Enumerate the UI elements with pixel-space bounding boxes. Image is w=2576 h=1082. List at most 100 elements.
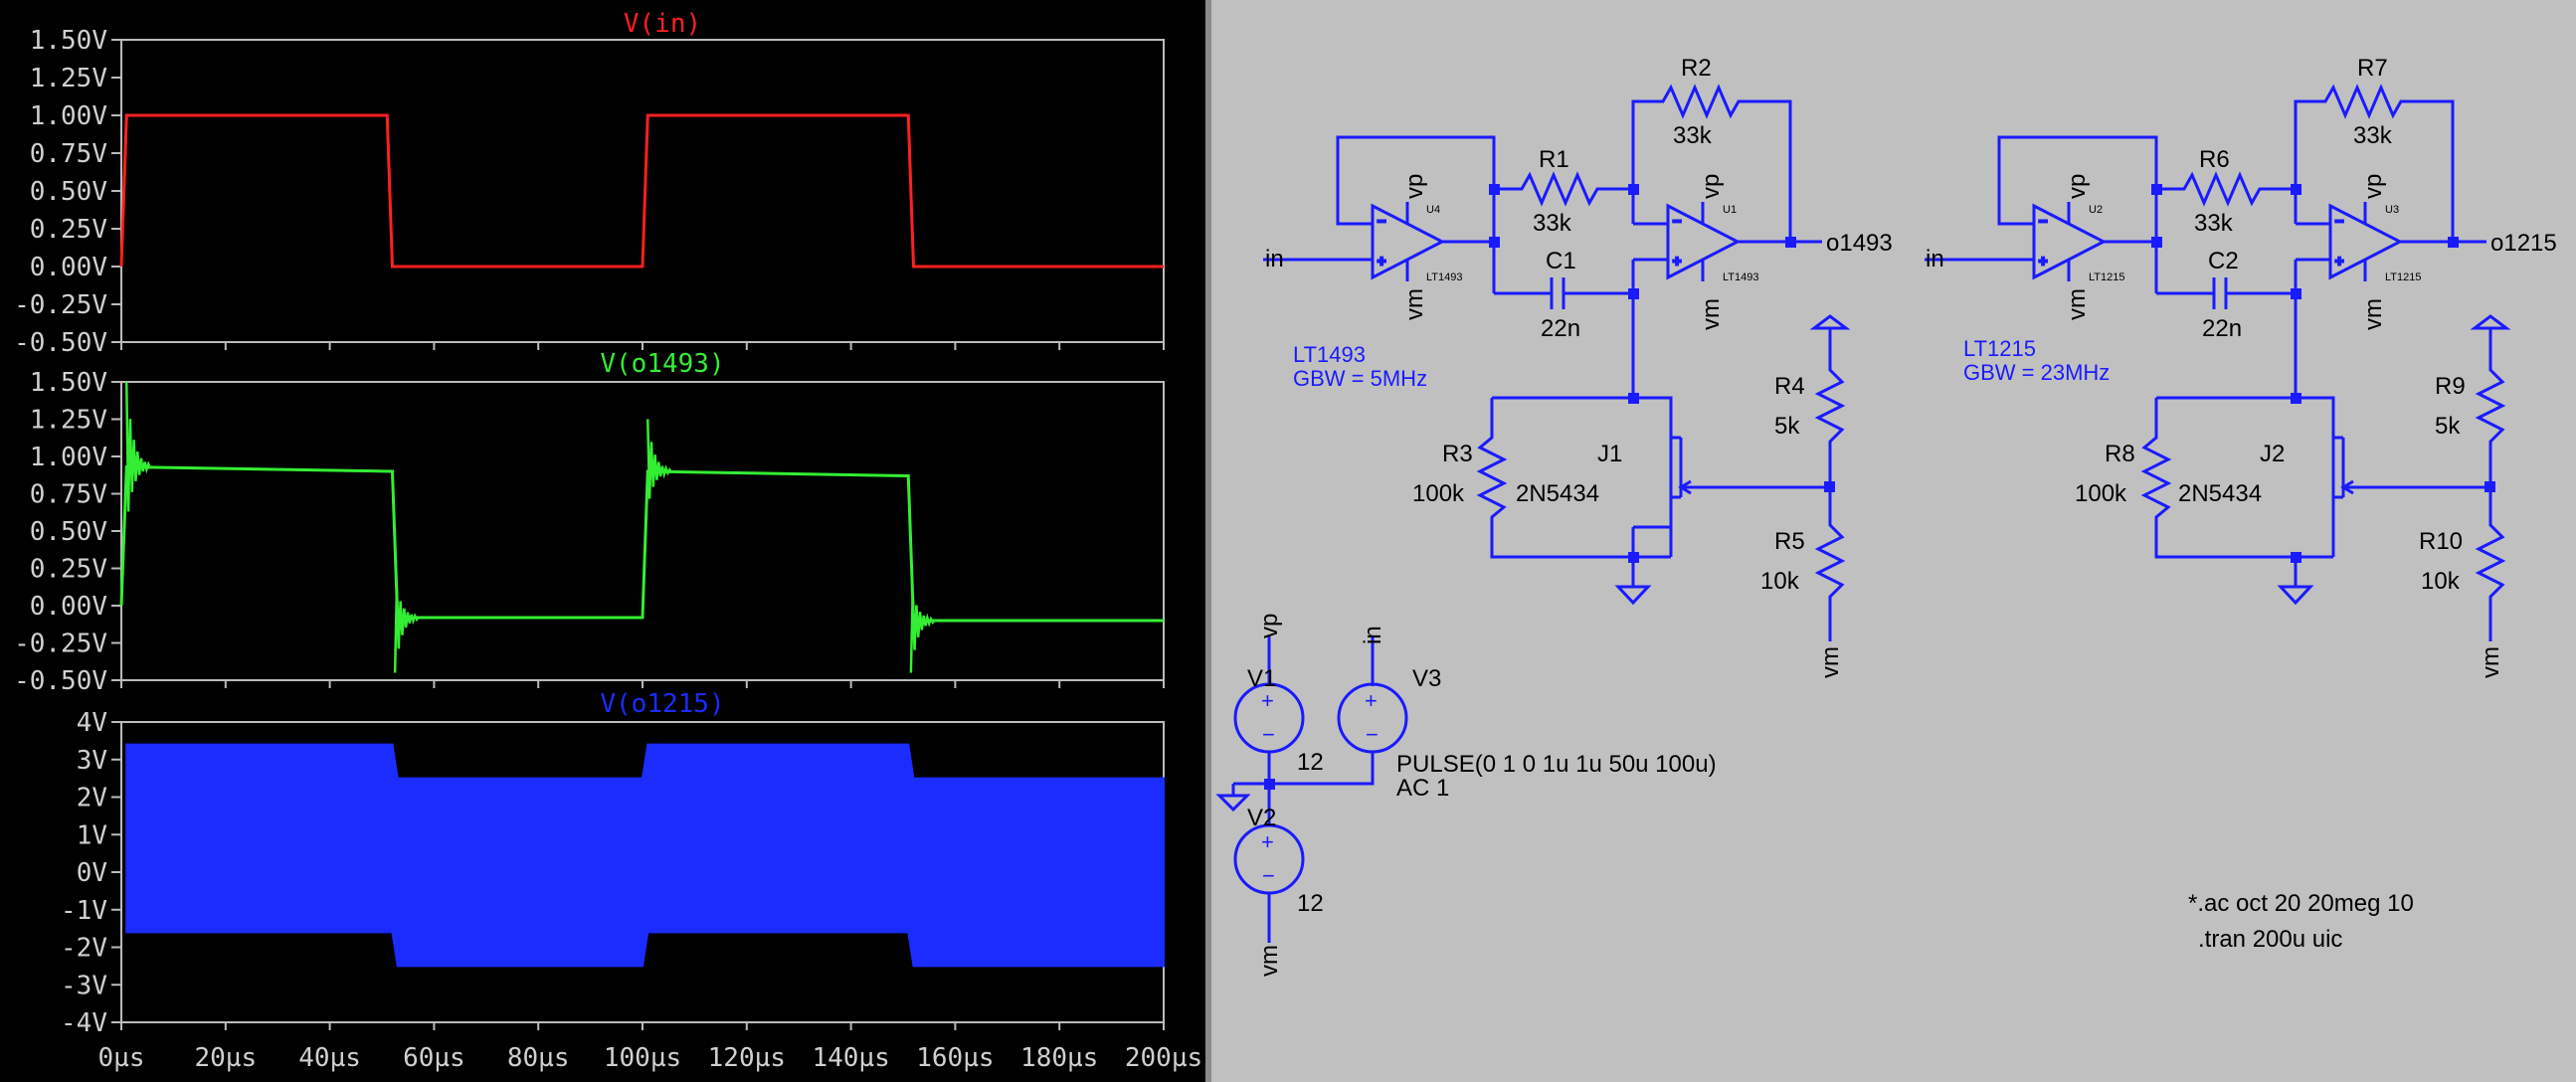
svg-text:+: +: [1261, 688, 1274, 713]
vm-label-u3: vm: [2360, 298, 2387, 330]
y-tick-label: 2V: [77, 784, 107, 813]
R8-label: R8: [2105, 441, 2135, 467]
ringing-trace: [909, 593, 936, 673]
trace-label[interactable]: V(in): [624, 9, 701, 39]
C2-value: 22n: [2202, 315, 2242, 342]
y-tick-label: -2V: [61, 934, 107, 964]
y-tick-label: -3V: [61, 971, 107, 1000]
x-tick-label: 40µs: [298, 1043, 361, 1073]
x-tick-label: 80µs: [507, 1043, 570, 1073]
R5-label: R5: [1774, 528, 1805, 555]
y-tick-label: 1.00V: [30, 101, 107, 131]
out2-label: o1215: [2490, 230, 2557, 257]
svg-text:+: +: [1261, 829, 1274, 854]
U2-model: LT1215: [2089, 271, 2125, 283]
trace-label[interactable]: V(o1493): [600, 349, 724, 379]
svg-text:−: −: [1262, 863, 1275, 888]
x-tick-label: 60µs: [403, 1043, 465, 1073]
out1-label: o1493: [1826, 230, 1893, 257]
C1-label: C1: [1546, 248, 1576, 274]
schematic-editor[interactable]: − +: [1211, 0, 2576, 1082]
J2-label: J2: [2260, 441, 2285, 467]
R3-value: 100k: [1412, 480, 1465, 507]
note-lt1215-title: LT1215: [1963, 336, 2036, 361]
R2-label: R2: [1681, 55, 1712, 82]
y-tick-label: 1V: [77, 820, 107, 850]
in-label-2: in: [1926, 246, 1944, 272]
V2-label: V2: [1247, 805, 1276, 831]
y-tick-label: 0.00V: [30, 592, 107, 622]
U2-label: U2: [2089, 204, 2103, 216]
y-tick-label: -1V: [61, 896, 107, 926]
vp-label-v1: vp: [1256, 614, 1283, 638]
svg-text:−: −: [1262, 722, 1275, 747]
vp-label-u3: vp: [2360, 174, 2387, 199]
x-tick-label: 120µs: [708, 1043, 786, 1073]
R5-value: 10k: [1760, 568, 1800, 595]
y-tick-label: 0.50V: [30, 517, 107, 547]
vm-label-u4: vm: [1401, 288, 1428, 320]
y-tick-label: 3V: [77, 746, 107, 776]
vm-label-u2: vm: [2064, 288, 2091, 320]
y-tick-label: -4V: [61, 1008, 107, 1038]
C1-value: 22n: [1541, 315, 1580, 342]
trace-line[interactable]: [119, 464, 1164, 623]
svg-text:+: +: [1365, 688, 1378, 713]
C2-label: C2: [2208, 248, 2239, 274]
waveform-plot[interactable]: 1.50V1.25V1.00V0.75V0.50V0.25V0.00V-0.25…: [0, 0, 1205, 1082]
y-tick-label: 0.00V: [30, 253, 107, 282]
note-lt1493-title: LT1493: [1293, 342, 1366, 367]
x-tick-label: 200µs: [1125, 1043, 1202, 1073]
R10-value: 10k: [2421, 568, 2461, 595]
vm-label-v2: vm: [1256, 945, 1283, 977]
U4-model: LT1493: [1426, 271, 1463, 283]
R6-label: R6: [2199, 146, 2230, 173]
vp-label-u2: vp: [2064, 174, 2091, 199]
waveform-pane-1[interactable]: 1.50V1.25V1.00V0.75V0.50V0.25V0.00V-0.25…: [14, 9, 1165, 358]
schematic-canvas[interactable]: − +: [1211, 0, 2576, 1082]
note-lt1493-gbw: GBW = 5MHz: [1293, 366, 1427, 391]
spice-directive-tran: .tran 200u uic: [2198, 926, 2342, 953]
R7-value: 33k: [2353, 122, 2393, 149]
vp-label-u1: vp: [1698, 174, 1725, 199]
x-tick-label: 160µs: [916, 1043, 994, 1073]
R3-label: R3: [1442, 441, 1473, 467]
y-tick-label: 1.25V: [30, 64, 107, 93]
R10-label: R10: [2419, 528, 2463, 555]
svg-text:−: −: [1366, 722, 1379, 747]
V2-value: 12: [1297, 890, 1324, 917]
plot-frame: [120, 381, 1165, 681]
R7-label: R7: [2357, 55, 2388, 82]
y-tick-label: -0.50V: [14, 328, 107, 358]
U1-label: U1: [1723, 204, 1737, 216]
y-tick-label: -0.25V: [14, 630, 107, 659]
note-lt1215-gbw: GBW = 23MHz: [1963, 360, 2110, 385]
trace-label[interactable]: V(o1215): [600, 689, 724, 719]
y-tick-label: 1.50V: [30, 368, 107, 398]
y-tick-label: 1.00V: [30, 443, 107, 472]
vm-label-r5: vm: [1817, 646, 1844, 678]
R1-label: R1: [1539, 146, 1569, 173]
ringing-trace: [645, 419, 673, 499]
R9-value: 5k: [2435, 413, 2461, 440]
x-tick-label: 180µs: [1020, 1043, 1098, 1073]
trace-line[interactable]: [119, 113, 1164, 269]
y-tick-label: -0.25V: [14, 290, 107, 320]
J2-value: 2N5434: [2178, 480, 2262, 507]
y-tick-label: 0.25V: [30, 215, 107, 245]
V3-value: PULSE(0 1 0 1u 1u 50u 100u): [1396, 751, 1717, 778]
x-tick-label: 0µs: [98, 1043, 145, 1073]
pane-divider[interactable]: [1205, 0, 1211, 1082]
waveform-pane-2[interactable]: 1.50V1.25V1.00V0.75V0.50V0.25V0.00V-0.25…: [14, 349, 1165, 696]
R8-value: 100k: [2075, 480, 2127, 507]
R2-value: 33k: [1673, 122, 1713, 149]
y-tick-label: 1.50V: [30, 26, 107, 56]
trace-envelope[interactable]: [125, 743, 1165, 968]
vp-label-u4: vp: [1401, 174, 1428, 199]
R1-value: 33k: [1533, 210, 1572, 237]
U3-label: U3: [2385, 204, 2399, 216]
R9-label: R9: [2435, 373, 2466, 400]
y-tick-label: -0.50V: [14, 666, 107, 696]
